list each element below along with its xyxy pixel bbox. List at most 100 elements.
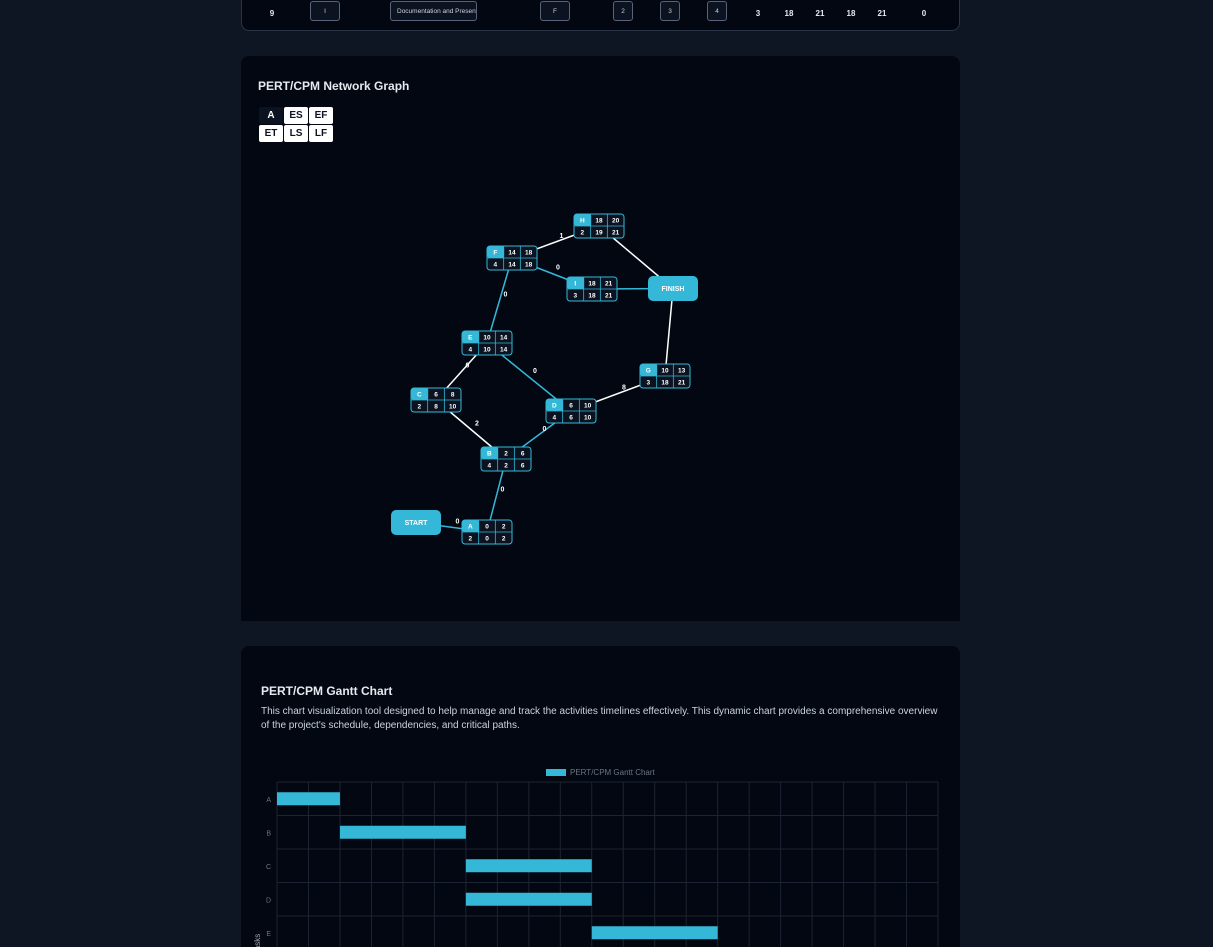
legend-lf: LF [309, 125, 333, 142]
node-id: E [468, 335, 473, 342]
legend-swatch [546, 769, 566, 776]
node-ef: 6 [521, 451, 525, 458]
activity-field[interactable]: I [310, 1, 340, 21]
node-legend: A ES EF ET LS LF [259, 107, 334, 143]
node-ls: 2 [504, 463, 508, 470]
node-id: H [580, 218, 585, 225]
node-et: 2 [581, 230, 585, 237]
finish-label: FINISH [662, 286, 685, 293]
edge-slack-label: 0 [466, 363, 470, 370]
node-ef: 20 [612, 218, 620, 225]
node-id: C [417, 392, 422, 399]
node-et: 4 [494, 262, 498, 269]
node-lf: 14 [500, 347, 508, 354]
category-label: E [266, 931, 271, 938]
node-es: 18 [588, 281, 596, 288]
finish-node[interactable]: FINISH [648, 276, 698, 301]
ls-value: 18 [846, 9, 856, 18]
node-es: 6 [569, 403, 573, 410]
start-node[interactable]: START [391, 510, 441, 535]
node-ef: 13 [678, 368, 686, 375]
node-es: 0 [485, 524, 489, 531]
slack-value: 0 [921, 9, 927, 18]
node-et: 4 [553, 415, 557, 422]
optimistic-field[interactable]: 2 [613, 1, 633, 21]
node-ef: 18 [525, 250, 533, 257]
most-likely-field[interactable]: 3 [660, 1, 680, 21]
node-lf: 6 [521, 463, 525, 470]
expected-time: 3 [755, 9, 761, 18]
gantt-bar-d[interactable] [465, 892, 592, 906]
gantt-grid [276, 781, 939, 947]
activity-node-d[interactable]: D 6 10 4 6 10 [545, 398, 597, 424]
gantt-bar-c[interactable] [465, 859, 592, 873]
gantt-description: This chart visualization tool designed t… [261, 706, 938, 731]
node-et: 3 [647, 380, 651, 387]
edge-slack-label: 2 [475, 421, 479, 428]
node-es: 10 [483, 335, 491, 342]
legend-ls: LS [284, 125, 308, 142]
y-axis-label: Tasks [253, 934, 262, 947]
es-value: 18 [784, 9, 794, 18]
edge-slack-label: 0 [543, 426, 547, 433]
node-id: D [552, 403, 557, 410]
node-lf: 10 [584, 415, 592, 422]
edge-slack-label: 0 [456, 518, 460, 525]
task-table-card: 9 I Documentation and Presentation F 2 3… [241, 0, 960, 31]
legend-ef: EF [309, 107, 333, 124]
edge-slack-label: 1 [560, 233, 564, 240]
pessimistic-field[interactable]: 4 [707, 1, 727, 21]
node-lf: 21 [612, 230, 620, 237]
node-et: 2 [418, 404, 422, 411]
legend-es: ES [284, 107, 308, 124]
lf-value: 21 [877, 9, 887, 18]
network-title: PERT/CPM Network Graph [258, 79, 410, 93]
node-id: G [646, 368, 651, 375]
gantt-chart-card: PERT/CPM Gantt Chart This chart visualiz… [241, 646, 960, 947]
legend-activity: A [259, 107, 283, 124]
node-ef: 14 [500, 335, 508, 342]
edge-e-f [486, 257, 513, 344]
node-ls: 19 [595, 230, 603, 237]
node-es: 6 [434, 392, 438, 399]
node-et: 3 [574, 293, 578, 300]
node-id: A [468, 524, 473, 531]
node-ls: 6 [569, 415, 573, 422]
node-id: I [574, 281, 576, 288]
node-lf: 21 [605, 293, 613, 300]
node-ls: 0 [485, 536, 489, 543]
predecessor-field[interactable]: F [540, 1, 570, 21]
node-id: F [493, 250, 497, 257]
node-ls: 18 [588, 293, 596, 300]
gantt-bar-b[interactable] [339, 825, 466, 839]
gantt-legend[interactable]: PERT/CPM Gantt Chart [546, 768, 656, 777]
node-lf: 21 [678, 380, 686, 387]
description-field[interactable]: Documentation and Presentation [390, 1, 477, 21]
node-ls: 14 [508, 262, 516, 269]
node-es: 10 [661, 368, 669, 375]
node-ef: 10 [584, 403, 592, 410]
gantt-title: PERT/CPM Gantt Chart [261, 684, 393, 698]
edge-g-finish [664, 288, 674, 377]
category-label: B [266, 830, 271, 837]
category-label: D [266, 897, 271, 904]
legend-label: PERT/CPM Gantt Chart [570, 768, 656, 777]
node-et: 4 [488, 463, 492, 470]
edge-slack-label: 0 [504, 292, 508, 299]
gantt-bar-a[interactable] [277, 792, 340, 806]
node-ls: 10 [483, 347, 491, 354]
edge-slack-label: 8 [622, 385, 626, 392]
category-label: C [266, 864, 271, 871]
edge-slack-label: 0 [501, 487, 505, 494]
gantt-bar-e[interactable] [591, 926, 718, 940]
